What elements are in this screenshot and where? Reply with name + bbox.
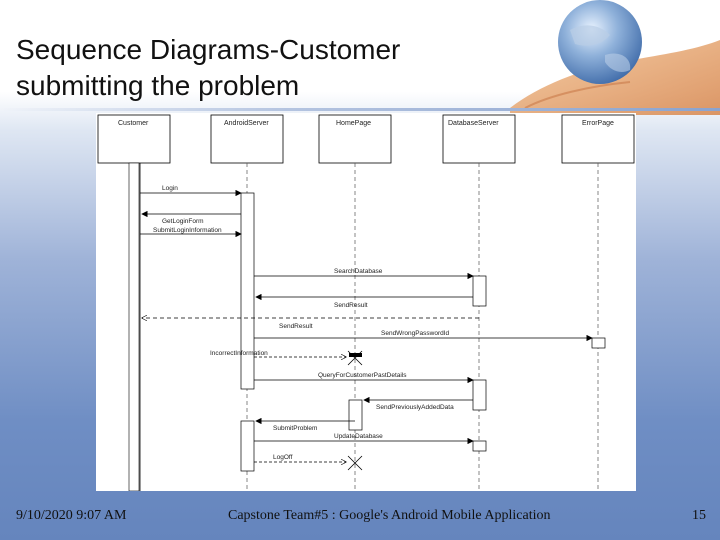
svg-text:Login: Login — [162, 185, 178, 192]
participant-label: Customer — [118, 120, 149, 127]
activation-android-server-2 — [240, 420, 255, 472]
activation-home-page — [348, 399, 363, 431]
svg-text:SearchDatabase: SearchDatabase — [334, 268, 383, 275]
svg-text:UpdateDatabase: UpdateDatabase — [334, 433, 383, 440]
activation-database-3 — [472, 440, 487, 452]
svg-text:SendPreviouslyAddedData: SendPreviouslyAddedData — [376, 404, 454, 411]
activation-database-1 — [472, 275, 487, 307]
message-send-previous-data: SendPreviouslyAddedData — [363, 396, 473, 411]
message-submit-login: SubmitLoginInformation — [140, 227, 242, 238]
participant-label: ErrorPage — [582, 120, 614, 127]
message-query-past-details: QueryForCustomerPastDetails — [254, 372, 474, 384]
sequence-diagram: Customer AndroidServer HomePage Database… — [96, 113, 636, 491]
title-divider — [0, 108, 720, 111]
error-page-box — [591, 337, 606, 349]
footer-date: 9/10/2020 9:07 AM — [16, 508, 127, 523]
message-get-login-form: GetLoginForm — [141, 210, 241, 225]
message-send-result-db: SendResult — [255, 293, 473, 309]
destroy-mark-2 — [347, 455, 363, 471]
message-search-database: SearchDatabase — [254, 268, 474, 280]
message-submit-problem: SubmitProblem — [255, 417, 355, 432]
message-log-off: LogOff — [254, 454, 346, 462]
slide-title: Sequence Diagrams-Customer submitting th… — [16, 34, 401, 101]
participant-customer: Customer — [97, 114, 171, 164]
svg-text:SubmitLoginInformation: SubmitLoginInformation — [153, 227, 222, 234]
svg-text:GetLoginForm: GetLoginForm — [162, 218, 204, 225]
destroy-mark-1 — [347, 350, 363, 366]
svg-text:SendResult: SendResult — [279, 323, 313, 330]
message-send-result-customer: SendResult — [142, 318, 479, 330]
participant-label: DatabaseServer — [448, 120, 499, 127]
message-update-database: UpdateDatabase — [254, 433, 474, 445]
activation-database-2 — [472, 379, 487, 411]
participant-home-page: HomePage — [318, 114, 392, 164]
participant-android-server: AndroidServer — [210, 114, 284, 164]
svg-text:LogOff: LogOff — [273, 454, 293, 461]
svg-text:IncorrectInformation: IncorrectInformation — [210, 350, 268, 357]
message-send-wrong-password: SendWrongPasswordId — [254, 330, 593, 342]
svg-text:SendWrongPasswordId: SendWrongPasswordId — [381, 330, 450, 337]
globe-hand-image — [510, 0, 720, 115]
svg-text:SubmitProblem: SubmitProblem — [273, 425, 317, 432]
participant-error-page: ErrorPage — [561, 114, 635, 164]
customer-lifeline-bar — [128, 162, 140, 491]
participant-label: HomePage — [336, 120, 371, 127]
page-number: 15 — [692, 508, 706, 523]
home-page-marker — [349, 353, 362, 357]
participant-label: AndroidServer — [224, 120, 269, 127]
message-login: Login — [140, 185, 242, 197]
footer-center-text: Capstone Team#5 : Google's Android Mobil… — [228, 508, 551, 523]
participant-database-server: DatabaseServer — [442, 114, 516, 164]
message-incorrect-information: IncorrectInformation — [210, 350, 346, 357]
svg-text:QueryForCustomerPastDetails: QueryForCustomerPastDetails — [318, 372, 407, 379]
svg-text:SendResult: SendResult — [334, 302, 368, 309]
activation-android-server-1 — [240, 192, 255, 390]
